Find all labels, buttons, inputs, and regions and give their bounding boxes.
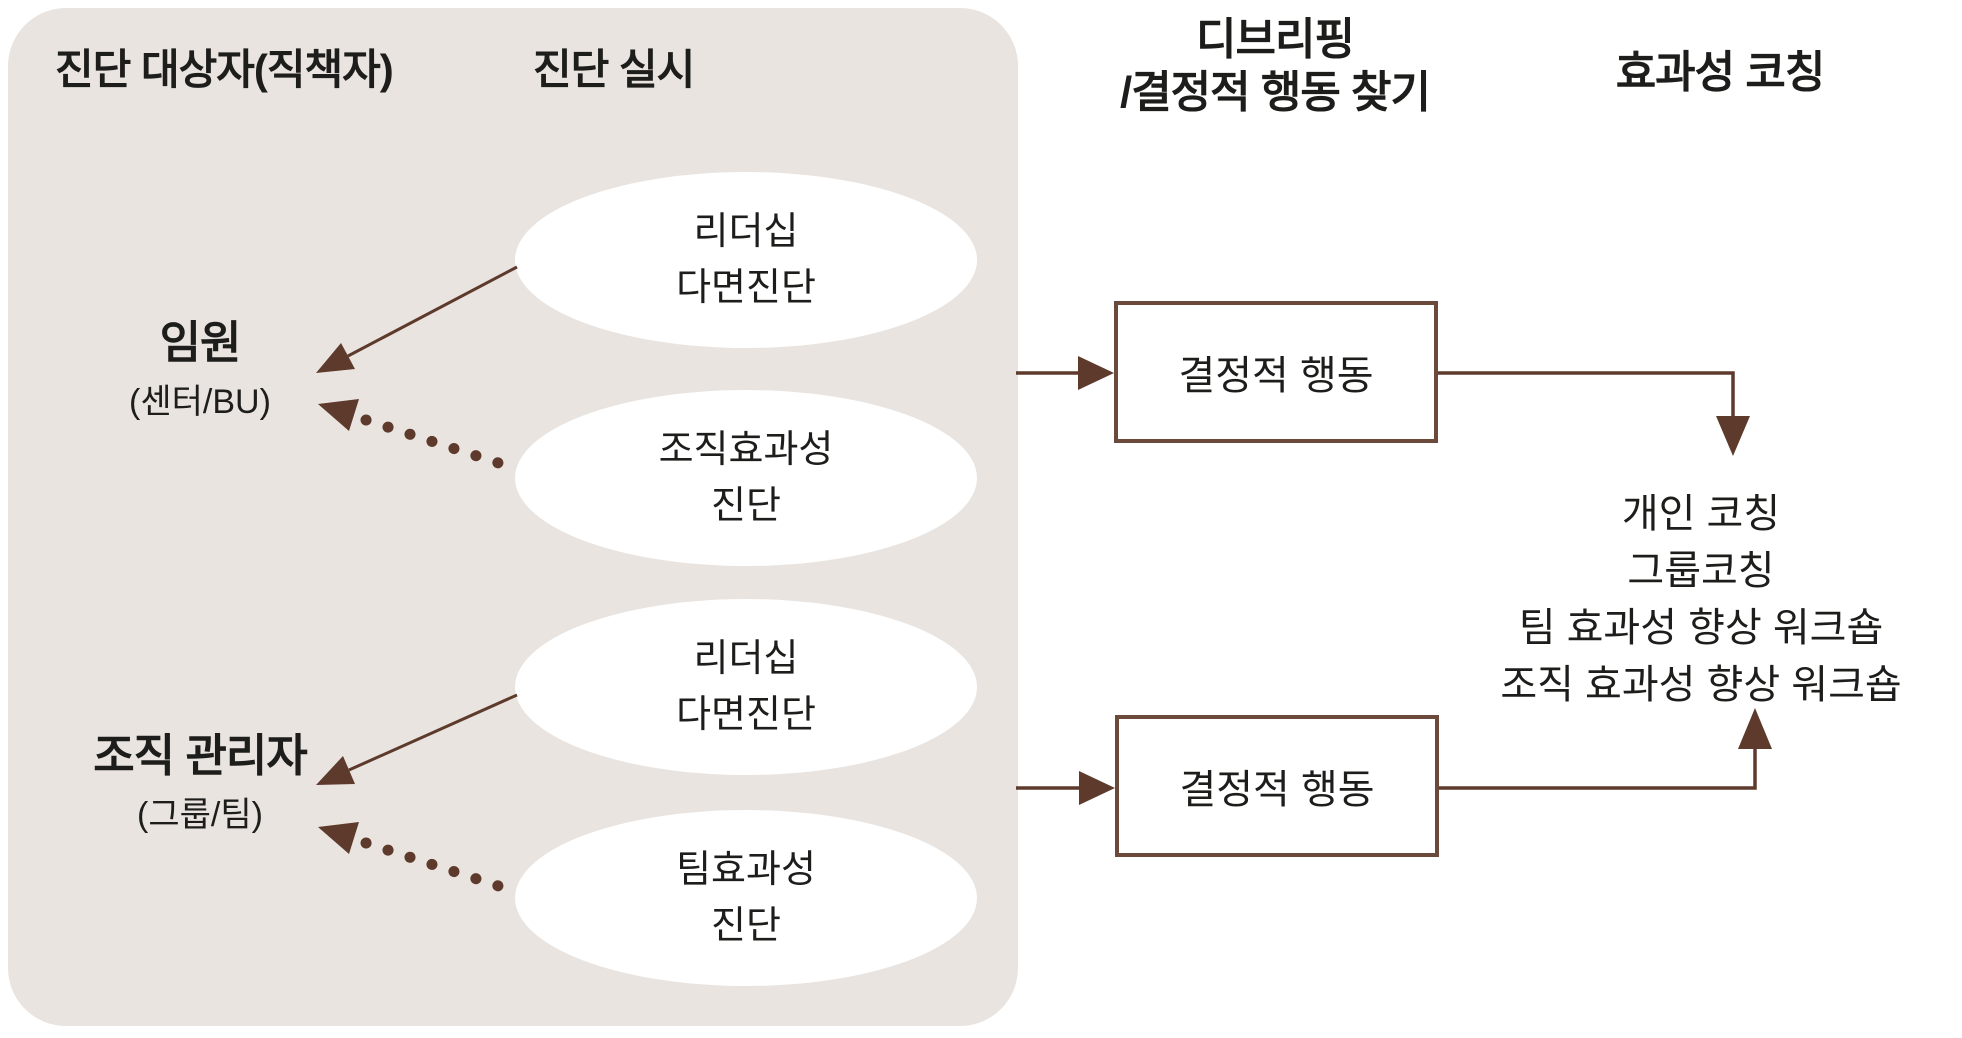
arrow-box1-to-coaching — [1438, 371, 1750, 456]
coaching-item: 그룹코칭 — [1627, 549, 1775, 593]
group-name: 임원 — [159, 317, 242, 368]
critical-behavior-box-manager: 결정적 행동 — [1115, 715, 1439, 857]
box-label: 결정적 행동 — [1178, 354, 1374, 398]
ellipse-text-line2: 진단 — [711, 905, 781, 947]
ellipse-text-line2: 다면진단 — [676, 694, 816, 736]
ellipse-text-line1: 조직효과성 — [658, 428, 834, 471]
coaching-list: 개인 코칭 그룹코칭 팀 효과성 향상 워크숍 조직 효과성 향상 워크숍 — [1440, 486, 1962, 714]
coaching-item: 팀 효과성 향상 워크숍 — [1518, 606, 1884, 650]
ellipse-team-effectiveness: 팀효과성 진단 — [515, 810, 977, 986]
debrief-header-line2: /결정적 행동 찾기 — [1119, 67, 1431, 117]
group-label-org-manager: 조직 관리자 (그룹/팀) — [45, 731, 355, 836]
panel-header-assessment: 진단 실시 — [533, 46, 695, 93]
ellipse-leadership-360-executive: 리더십 다면진단 — [515, 172, 977, 348]
ellipse-text-line2: 진단 — [711, 485, 781, 527]
group-name: 조직 관리자 — [93, 730, 308, 781]
ellipse-text-line1: 리더십 — [693, 210, 799, 253]
panel-header-target: 진단 대상자(직책자) — [55, 46, 394, 93]
ellipse-text-line1: 팀효과성 — [676, 848, 816, 891]
arrow-panel-to-box2 — [1016, 771, 1115, 805]
group-sub: (센터/BU) — [129, 382, 271, 421]
coaching-item: 조직 효과성 향상 워크숍 — [1500, 663, 1902, 707]
debrief-header: 디브리핑 /결정적 행동 찾기 — [1020, 14, 1530, 120]
coaching-item: 개인 코칭 — [1621, 492, 1781, 536]
ellipse-org-effectiveness: 조직효과성 진단 — [515, 390, 977, 566]
ellipse-text-line2: 다면진단 — [676, 267, 816, 309]
group-label-executive: 임원 (센터/BU) — [75, 318, 325, 423]
box-label: 결정적 행동 — [1179, 768, 1375, 812]
arrow-panel-to-box1 — [1016, 356, 1114, 390]
critical-behavior-box-executive: 결정적 행동 — [1114, 301, 1438, 443]
group-sub: (그룹/팀) — [137, 795, 263, 834]
ellipse-text-line1: 리더십 — [693, 637, 799, 680]
ellipse-leadership-360-manager: 리더십 다면진단 — [515, 599, 977, 775]
debrief-header-line1: 디브리핑 — [1196, 15, 1355, 64]
arrow-box2-to-coaching — [1439, 708, 1772, 790]
coaching-header: 효과성 코칭 — [1615, 48, 1826, 97]
